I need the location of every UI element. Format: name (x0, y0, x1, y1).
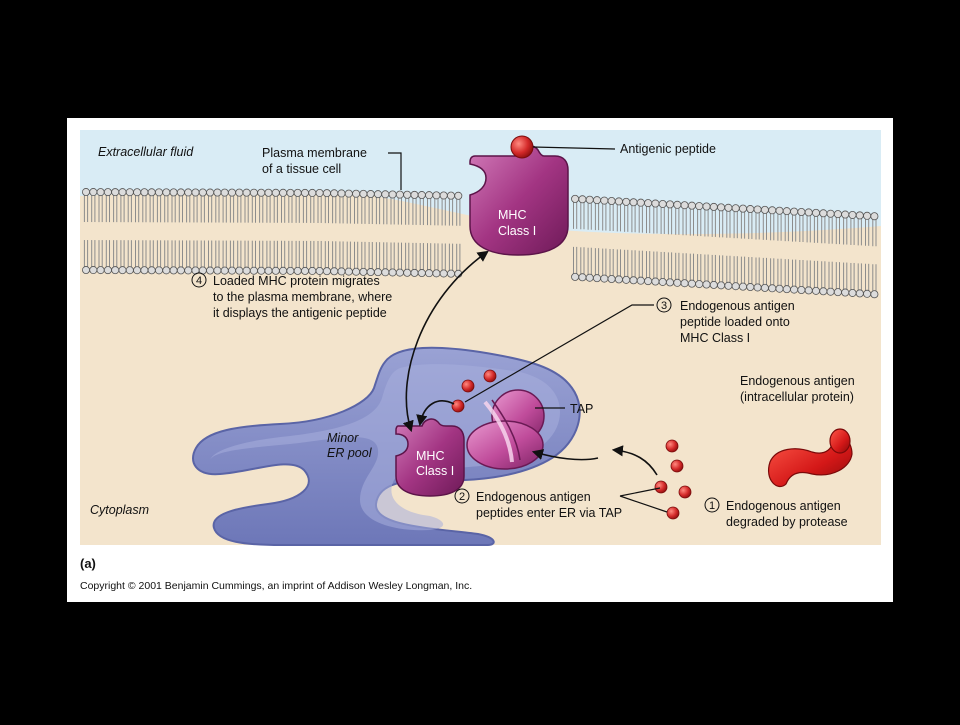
step-1-line-1: Endogenous antigen (726, 499, 841, 513)
er-pool-label-1: Minor (327, 431, 359, 445)
antigen-protein-end (829, 428, 851, 454)
step-1-line-2: degraded by protease (726, 515, 848, 529)
plasma-membrane-label-2: of a tissue cell (262, 162, 341, 176)
step-4-number: 4 (196, 275, 202, 287)
mhc-er-label-2: Class I (416, 464, 454, 478)
entry-arrow (531, 449, 599, 461)
leader-lines (388, 146, 668, 513)
extracellular-label: Extracellular fluid (98, 145, 194, 159)
step-3-circle (656, 297, 672, 313)
migration-arrow (402, 250, 489, 433)
peptide (483, 369, 497, 383)
step-3-line-1: Endogenous antigen (680, 299, 795, 313)
step-3-number: 3 (661, 300, 667, 312)
arrows (402, 250, 658, 476)
step-2-circle (454, 488, 470, 504)
peptide (461, 379, 475, 393)
endogenous-antigen-label-1: Endogenous antigen (740, 374, 855, 388)
mhc-top-label-1: MHC (498, 208, 526, 222)
step-3-line-3: MHC Class I (680, 331, 750, 345)
step-4-line-3: it displays the antigenic peptide (213, 306, 387, 320)
antigenic-peptide-label: Antigenic peptide (620, 142, 716, 156)
step-2-line-2: peptides enter ER via TAP (476, 506, 622, 520)
step-4-circle (191, 272, 207, 288)
plasma-membrane-label-1: Plasma membrane (262, 146, 367, 160)
panel-label: (a) (80, 556, 96, 571)
entry-arrow-2 (611, 445, 658, 476)
peptide (654, 480, 668, 494)
mhc-top-label-2: Class I (498, 224, 536, 238)
step-4-line-2: to the plasma membrane, where (213, 290, 392, 304)
step-1-number: 1 (709, 500, 715, 512)
er-pool-label-2: ER pool (327, 446, 373, 460)
step-1-circle (704, 497, 720, 513)
copyright-text: Copyright © 2001 Benjamin Cummings, an i… (80, 580, 472, 592)
peptide (451, 399, 465, 413)
endogenous-antigen-label-2: (intracellular protein) (740, 390, 854, 404)
tap-transporter (466, 389, 545, 470)
cytoplasm-label: Cytoplasm (90, 503, 149, 517)
peptide (665, 439, 679, 453)
step-3-line-2: peptide loaded onto (680, 315, 790, 329)
peptide (666, 506, 680, 520)
step-2-number: 2 (459, 491, 465, 503)
mhc-class-i-membrane (469, 135, 569, 256)
peptide (670, 459, 684, 473)
step-4-line-1: Loaded MHC protein migrates (213, 274, 380, 288)
step-2-line-1: Endogenous antigen (476, 490, 591, 504)
loading-arrow (416, 400, 455, 427)
extracellular-region (80, 130, 881, 235)
antigenic-peptide-bound (510, 135, 534, 159)
mhc-er-label-1: MHC (416, 449, 444, 463)
tap-label: TAP (570, 402, 593, 416)
plasma-membrane (82, 188, 879, 299)
peptide (678, 485, 692, 499)
